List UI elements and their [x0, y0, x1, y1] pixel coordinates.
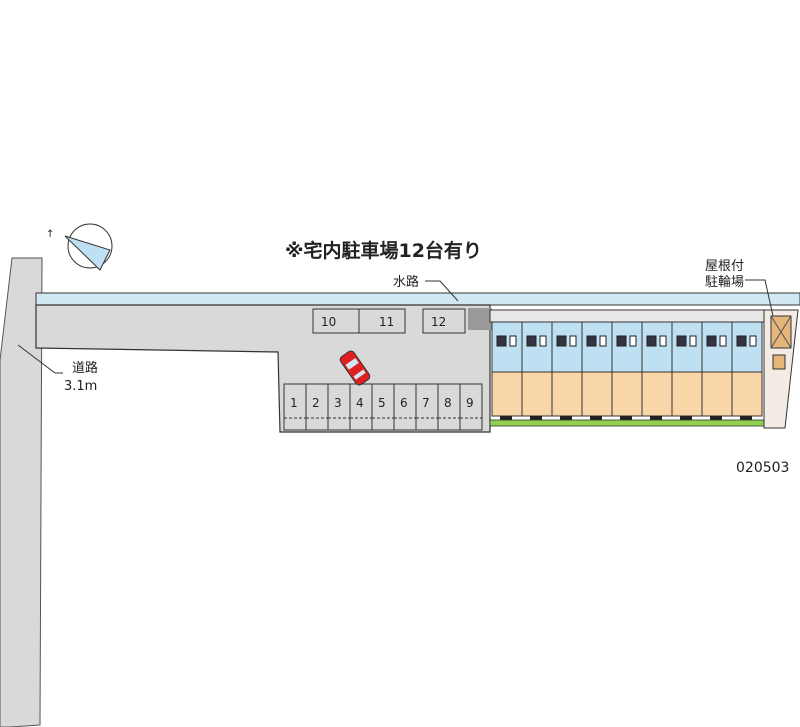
apartment-unit	[671, 321, 703, 420]
apartment-unit	[731, 321, 763, 420]
hatched-area	[468, 308, 492, 330]
parking-space-number: 2	[312, 396, 320, 410]
parking-space-number: 6	[400, 396, 408, 410]
apartment-unit	[641, 321, 673, 420]
grass-strip	[489, 419, 783, 427]
page-title: ※宅内駐車場12台有り	[285, 239, 482, 262]
parking-space-number: 7	[422, 396, 430, 410]
parking-space	[422, 308, 466, 334]
car-icon	[339, 350, 371, 386]
parking-space-number: 9	[466, 396, 474, 410]
parking-space-number: 11	[379, 315, 394, 329]
apartment-unit	[551, 321, 583, 420]
apartment-unit	[521, 321, 553, 420]
apartment-unit	[701, 321, 733, 420]
apartment-unit	[611, 321, 643, 420]
parking-space-number: 12	[431, 315, 446, 329]
building-roof	[489, 309, 776, 323]
road-width-label: 3.1m	[64, 379, 97, 394]
parking-space-number: 1	[290, 396, 298, 410]
bike-stand	[772, 354, 786, 370]
bike-parking-label: 屋根付	[705, 259, 744, 274]
compass-icon: ↑	[46, 223, 113, 271]
road	[0, 257, 43, 727]
parking-space-number: 8	[444, 396, 452, 410]
parking-space-number: 4	[356, 396, 364, 410]
parking-space-number: 5	[378, 396, 386, 410]
waterway	[35, 292, 800, 306]
apartment-unit	[491, 321, 523, 420]
building	[491, 321, 763, 420]
road-label: 道路	[72, 360, 98, 376]
parking-space-number: 3	[334, 396, 342, 410]
parking-space	[358, 308, 406, 334]
property-code: 020503	[736, 460, 789, 476]
bike-parking-label-2: 駐輪場	[705, 274, 744, 290]
top-parking-spaces: 10 11 12	[312, 308, 466, 334]
svg-text:↑: ↑	[46, 229, 54, 240]
parking-space	[312, 308, 360, 334]
parking-space-number: 10	[321, 315, 336, 329]
waterway-label: 水路	[393, 274, 419, 290]
apartment-unit	[581, 321, 613, 420]
